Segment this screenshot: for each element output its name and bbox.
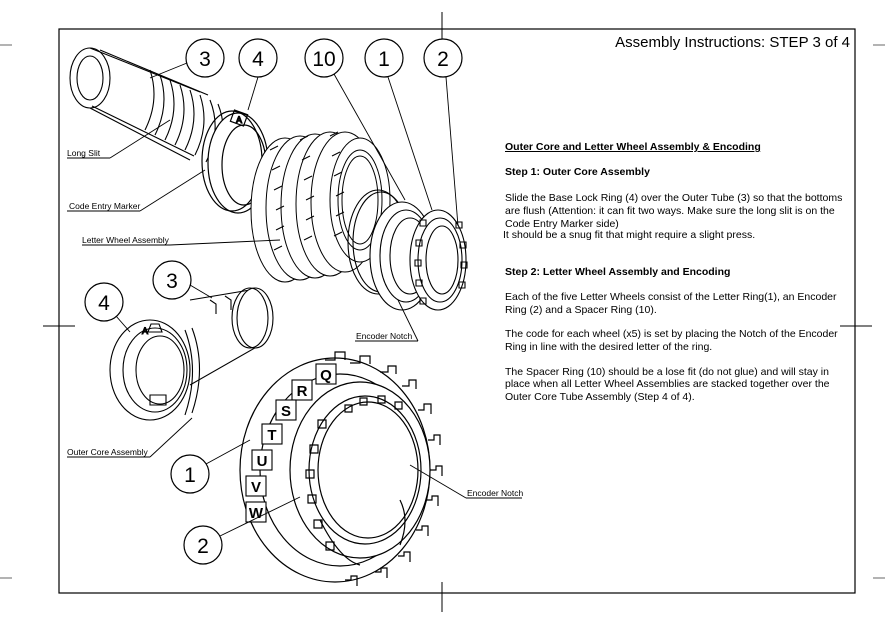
- ring-mark-mid: A: [142, 326, 148, 336]
- wheel-letter-w: W: [249, 505, 264, 522]
- callout-circles-mid: [84, 260, 192, 322]
- step2-p3-line3: Outer Core Tube Assembly (Step 4 of 4).: [505, 391, 695, 403]
- callout-leaders-bottom: [205, 439, 522, 537]
- wheel-letter-t: T: [267, 427, 276, 444]
- encoder-ring-top: [409, 209, 468, 311]
- callout-2-top: 2: [437, 48, 449, 71]
- callout-2-bottom: 2: [197, 535, 209, 558]
- step1-line1: Slide the Base Lock Ring (4) over the Ou…: [505, 192, 843, 204]
- step2-p2-line2: Ring in line with the desired letter of …: [505, 341, 713, 353]
- wheel-letter-s: S: [281, 403, 291, 420]
- letter-wheel-detail: [239, 351, 443, 586]
- step1-title: Step 1: Outer Core Assembly: [505, 166, 650, 178]
- callout-circles-top: [185, 38, 463, 78]
- callout-1-top: 1: [378, 48, 390, 71]
- wheel-letter-u: U: [257, 453, 268, 470]
- callout-leaders-mid: [67, 284, 213, 458]
- wheel-letter-r: R: [297, 383, 308, 400]
- step1-line2: are flush (Attention: it can fit two way…: [505, 205, 835, 217]
- wheel-letter-v: V: [251, 479, 261, 496]
- step2-p3-line1: The Spacer Ring (10) should be a lose fi…: [505, 366, 829, 378]
- label-encoder-notch-top: Encoder Notch: [356, 331, 412, 341]
- callout-circles-bottom: [170, 454, 223, 565]
- step2-p1-line2: Ring (2) and a Spacer Ring (10).: [505, 304, 657, 316]
- outer-core-assembly: A: [109, 287, 274, 421]
- callout-3-top: 3: [199, 48, 211, 71]
- wheel-letter-cells: [245, 363, 337, 523]
- label-long-slit: Long Slit: [67, 148, 101, 158]
- wheel-letters: Q R S T U V W: [249, 367, 332, 522]
- step2-p3-line2: place when all Letter Wheel Assemblies a…: [505, 378, 830, 390]
- callout-1-bottom: 1: [184, 464, 196, 487]
- callout-10-top: 10: [312, 48, 335, 71]
- leader-labels: Long Slit Code Entry Marker Letter Wheel…: [67, 148, 523, 498]
- step2-p2-line1: The code for each wheel (x5) is set by p…: [505, 328, 838, 340]
- step2-title: Step 2: Letter Wheel Assembly and Encodi…: [505, 266, 731, 278]
- wheel-letter-q: Q: [320, 367, 332, 384]
- step1-line4: It should be a snug fit that might requi…: [503, 229, 756, 241]
- label-letter-wheel-assembly: Letter Wheel Assembly: [82, 235, 170, 245]
- callout-4-top: 4: [252, 48, 264, 71]
- step2-p1-line1: Each of the five Letter Wheels consist o…: [505, 291, 837, 303]
- step1-line3: Code Entry Marker side): [505, 218, 619, 230]
- callout-leaders-top: [67, 62, 459, 342]
- letter-wheel-stack: [250, 131, 391, 283]
- label-outer-core-assembly: Outer Core Assembly: [67, 447, 149, 457]
- label-code-entry-marker: Code Entry Marker: [69, 201, 140, 211]
- drawing-frame: [58, 28, 856, 594]
- callout-3-mid: 3: [166, 270, 178, 293]
- label-encoder-notch-bottom: Encoder Notch: [467, 488, 523, 498]
- section-title: Outer Core and Letter Wheel Assembly & E…: [505, 141, 761, 153]
- ring-mark-top: A: [236, 115, 242, 125]
- page-title: Assembly Instructions: STEP 3 of 4: [615, 34, 850, 51]
- callout-numbers: 3 4 10 1 2 3 4 1 2: [98, 48, 449, 558]
- callout-4-mid: 4: [98, 292, 110, 315]
